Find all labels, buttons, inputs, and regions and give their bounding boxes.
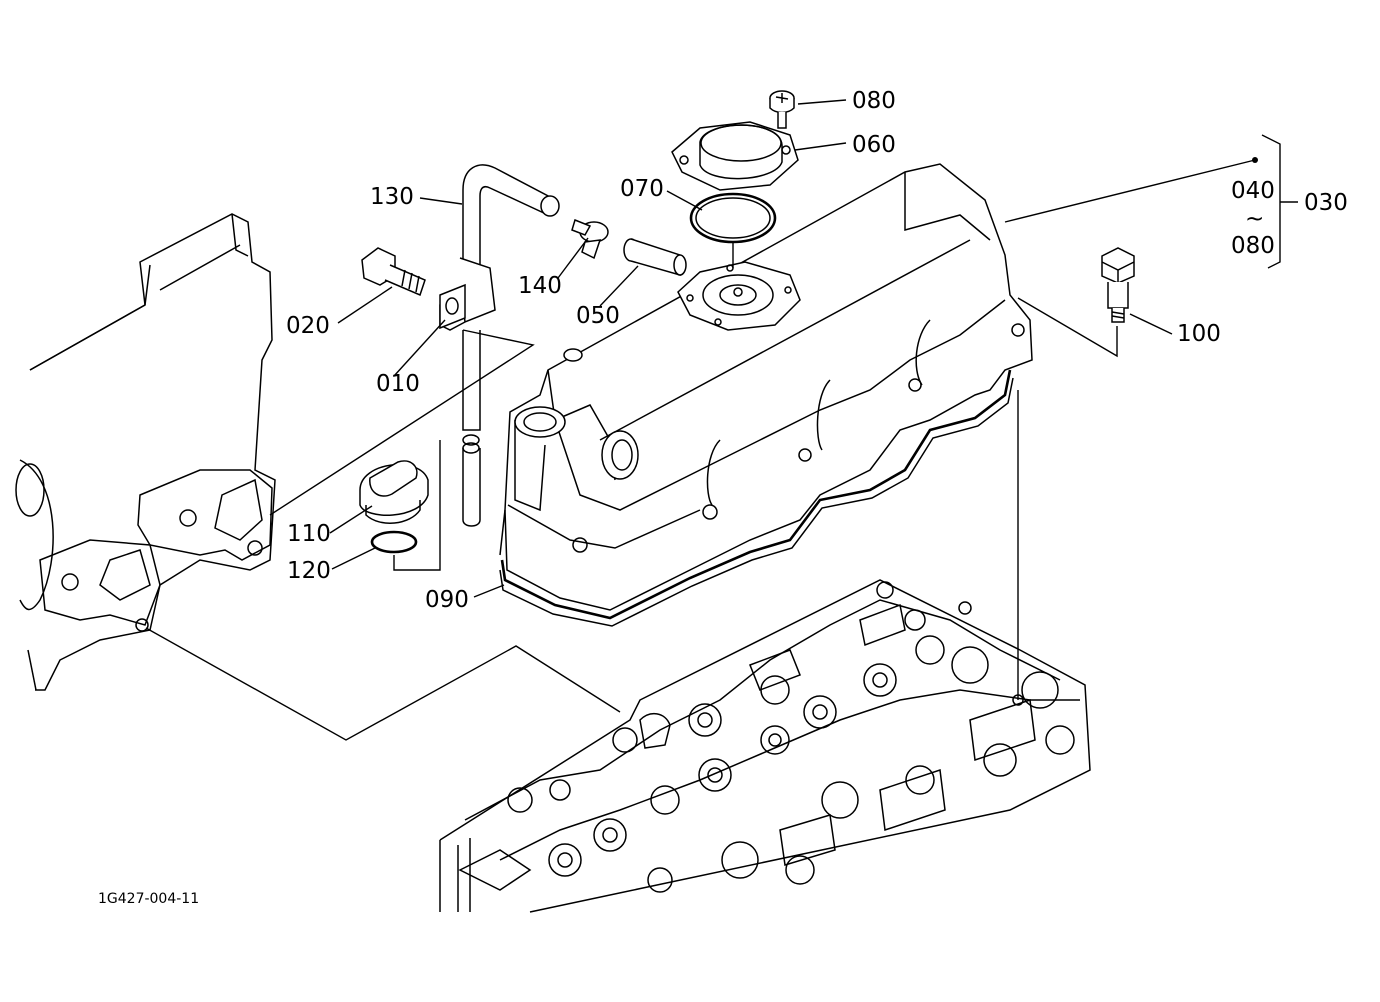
hose-130-drawing bbox=[462, 164, 560, 527]
bolt-100-drawing bbox=[1101, 247, 1135, 323]
callout-010: 010 bbox=[376, 371, 420, 397]
filler-cap-110-drawing bbox=[359, 460, 429, 524]
o-ring-070-drawing bbox=[689, 192, 777, 244]
callout-070: 070 bbox=[620, 176, 664, 202]
o-ring-070-inner bbox=[695, 197, 771, 239]
callout-130: 130 bbox=[370, 184, 414, 210]
callout-030: 030 bbox=[1304, 190, 1348, 216]
breather-cover-060-drawing bbox=[671, 121, 799, 191]
callout-060: 060 bbox=[852, 132, 896, 158]
callout-050: 050 bbox=[576, 303, 620, 329]
callout-labels: 080 060 070 130 020 010 140 050 110 120 … bbox=[286, 88, 1348, 613]
callout-080-range: 080 bbox=[1231, 233, 1275, 259]
callout-110: 110 bbox=[287, 521, 331, 547]
callout-040: 040 bbox=[1231, 178, 1275, 204]
screw-080-drawing bbox=[769, 90, 795, 129]
callout-120: 120 bbox=[287, 558, 331, 584]
o-ring-120-drawing bbox=[370, 530, 418, 554]
drawing-reference-code: 1G427-004-11 bbox=[98, 891, 199, 907]
fitting-050-drawing bbox=[623, 238, 687, 276]
callout-020: 020 bbox=[286, 313, 330, 339]
bolt-020-drawing bbox=[361, 247, 426, 297]
manifold-drawing bbox=[15, 213, 276, 691]
valve-cover-drawing bbox=[499, 163, 1033, 611]
cylinder-head-drawing bbox=[439, 579, 1091, 913]
leader-lines bbox=[29, 99, 1298, 741]
callout-range-tilde: ~ bbox=[1245, 206, 1264, 232]
callout-080-top: 080 bbox=[852, 88, 896, 114]
callout-090: 090 bbox=[425, 587, 469, 613]
bracket-010-drawing bbox=[439, 257, 496, 331]
clamp-140-drawing bbox=[571, 218, 609, 260]
callout-100: 100 bbox=[1177, 321, 1221, 347]
callout-140: 140 bbox=[518, 273, 562, 299]
gasket-090-drawing bbox=[499, 369, 1014, 627]
